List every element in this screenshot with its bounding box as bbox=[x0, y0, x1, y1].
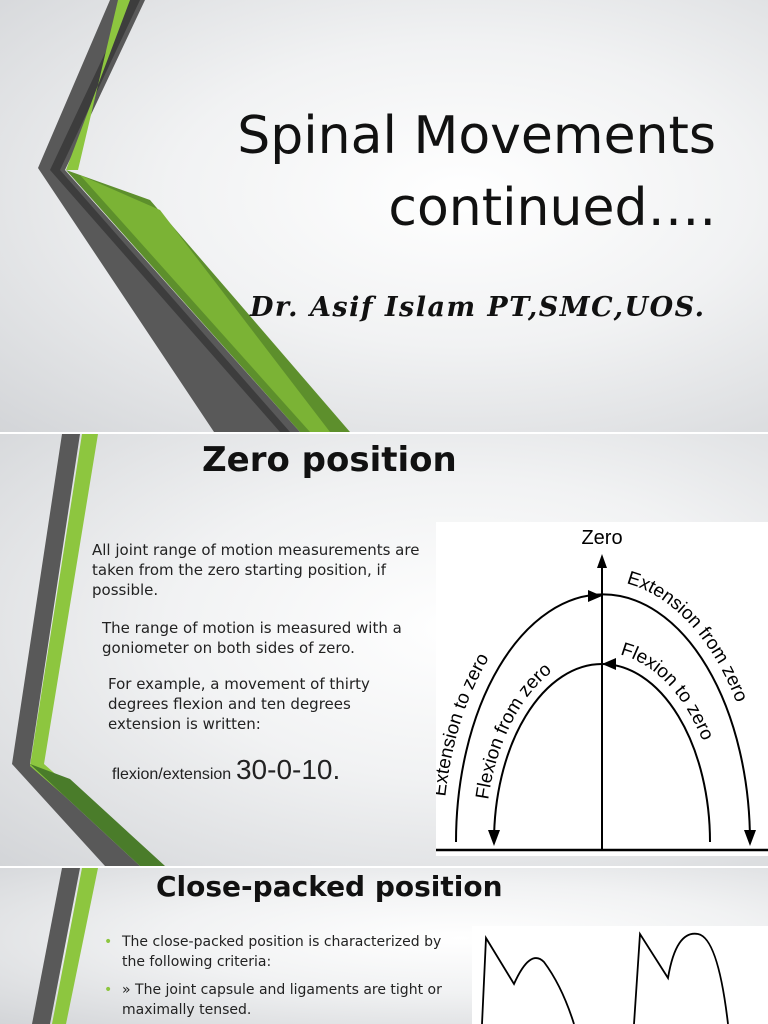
notation-example: flexion/extension 30-0-10. bbox=[112, 756, 340, 785]
title-line-2: continued…. bbox=[388, 178, 716, 238]
slide-title: Zero position bbox=[202, 440, 457, 480]
notation-value: 30-0-10. bbox=[235, 754, 341, 785]
zero-position-slide: Zero position All joint range of motion … bbox=[0, 434, 768, 866]
slide-decoration-stripes bbox=[32, 868, 98, 1024]
bullet-icon: • bbox=[104, 934, 113, 950]
inner-arc-arrow-left bbox=[488, 830, 500, 846]
slide-decoration-stripes bbox=[38, 0, 350, 432]
flexion-from-zero-label: Flexion from zero bbox=[472, 659, 555, 801]
title-slide: Spinal Movements continued…. Dr. Asif Is… bbox=[0, 0, 768, 432]
list-item: • The close-packed position is characteri… bbox=[104, 932, 454, 972]
zero-position-diagram: Zero Extension to zero Extension from ze… bbox=[429, 522, 768, 856]
bullet-text: The close-packed position is characteriz… bbox=[122, 934, 442, 970]
outer-arc bbox=[455, 593, 751, 843]
slide-decoration-stripes bbox=[12, 434, 165, 866]
curve-drawing bbox=[481, 931, 729, 1024]
outer-arc-arrow-top bbox=[588, 590, 602, 602]
joint-curve-image bbox=[472, 926, 768, 1024]
author-line: Dr. Asif Islam PT,SMC,UOS. bbox=[250, 292, 706, 323]
list-item: • » The joint capsule and ligaments are t… bbox=[104, 980, 454, 1020]
bullet-icon: • bbox=[104, 982, 113, 998]
title-line-1: Spinal Movements bbox=[237, 106, 716, 166]
arc-diagram: Zero Extension to zero Extension from ze… bbox=[429, 527, 768, 852]
paragraph-example: For example, a movement of thirty degree… bbox=[108, 675, 370, 733]
slide-title: Spinal Movements continued…. bbox=[237, 100, 716, 244]
outer-arc-arrow-right bbox=[744, 830, 756, 846]
criteria-list: • The close-packed position is characteri… bbox=[104, 932, 454, 1024]
close-packed-slide: Close-packed position • The close-packed … bbox=[0, 868, 768, 1024]
flexion-to-zero-label: Flexion to zero bbox=[618, 639, 717, 743]
paragraph-zero-start: All joint range of motion measurements a… bbox=[92, 541, 420, 599]
paragraph-goniometer: The range of motion is measured with a g… bbox=[102, 619, 402, 657]
zero-label: Zero bbox=[581, 527, 622, 549]
slide-title: Close-packed position bbox=[156, 870, 503, 903]
inner-arc bbox=[493, 663, 711, 843]
zero-arrowhead bbox=[597, 554, 607, 568]
inner-arc-arrow-top bbox=[602, 658, 616, 670]
notation-label: flexion/extension bbox=[112, 766, 232, 783]
bullet-text: » The joint capsule and ligaments are ti… bbox=[122, 982, 442, 1018]
